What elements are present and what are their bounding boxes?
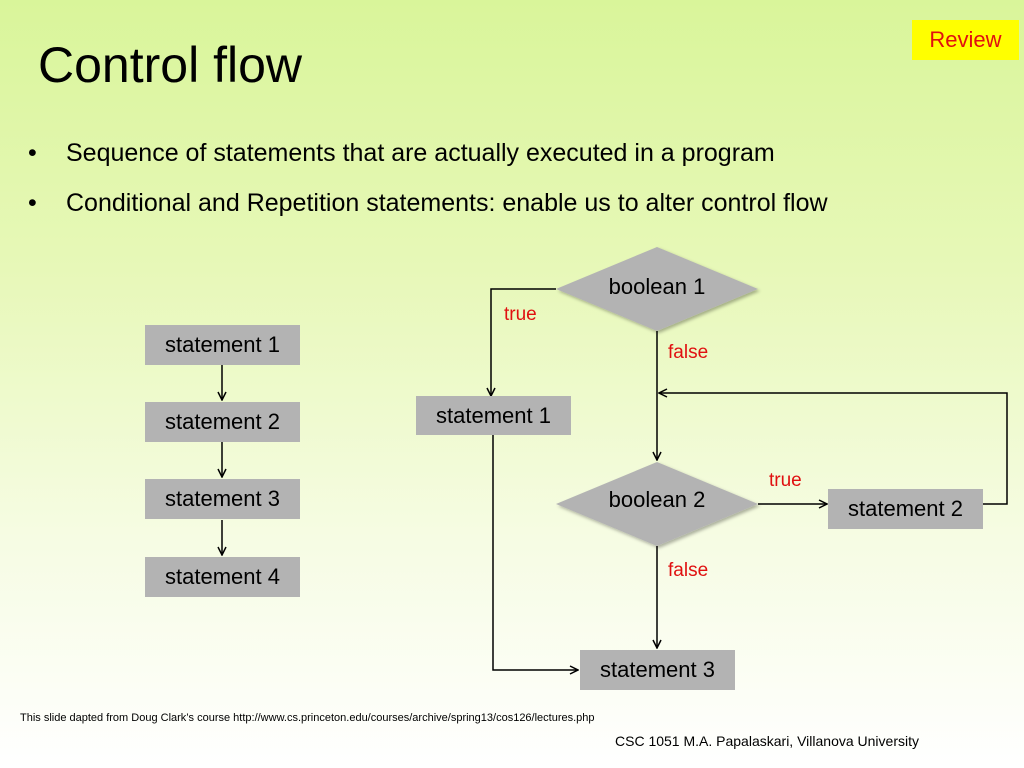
decision-label-1: boolean 1 — [608, 274, 706, 299]
seq-statement-3: statement 3 — [145, 479, 300, 519]
true-label-2: true — [769, 470, 802, 491]
slide-footer: CSC 1051 M.A. Papalaskari, Villanova Uni… — [615, 733, 919, 749]
seq-statement-4: statement 4 — [145, 557, 300, 597]
branch-statement-1: statement 1 — [416, 396, 571, 435]
seq-statement-1: statement 1 — [145, 325, 300, 365]
true-label-1: true — [504, 304, 537, 325]
decision-diamond-1 — [556, 247, 758, 331]
slide-title: Control flow — [38, 37, 302, 93]
review-badge: Review — [912, 20, 1019, 60]
bullet-item: Sequence of statements that are actually… — [28, 134, 828, 184]
seq-statement-2: statement 2 — [145, 402, 300, 442]
decision-diamond-2 — [556, 462, 758, 546]
bullet-list: Sequence of statements that are actually… — [28, 134, 828, 234]
source-credit: This slide dapted from Doug Clark’s cour… — [20, 712, 595, 724]
loop-back-arrow — [659, 393, 1008, 505]
branch-statement-3: statement 3 — [580, 650, 735, 690]
bullet-item: Conditional and Repetition statements: e… — [28, 184, 828, 234]
branch-statement-2: statement 2 — [828, 489, 983, 529]
false-label-2: false — [668, 560, 709, 581]
true-branch-arrow — [491, 288, 556, 396]
decision-label-2: boolean 2 — [608, 487, 706, 512]
false-label-1: false — [668, 342, 709, 363]
merge-arrow — [492, 435, 578, 670]
